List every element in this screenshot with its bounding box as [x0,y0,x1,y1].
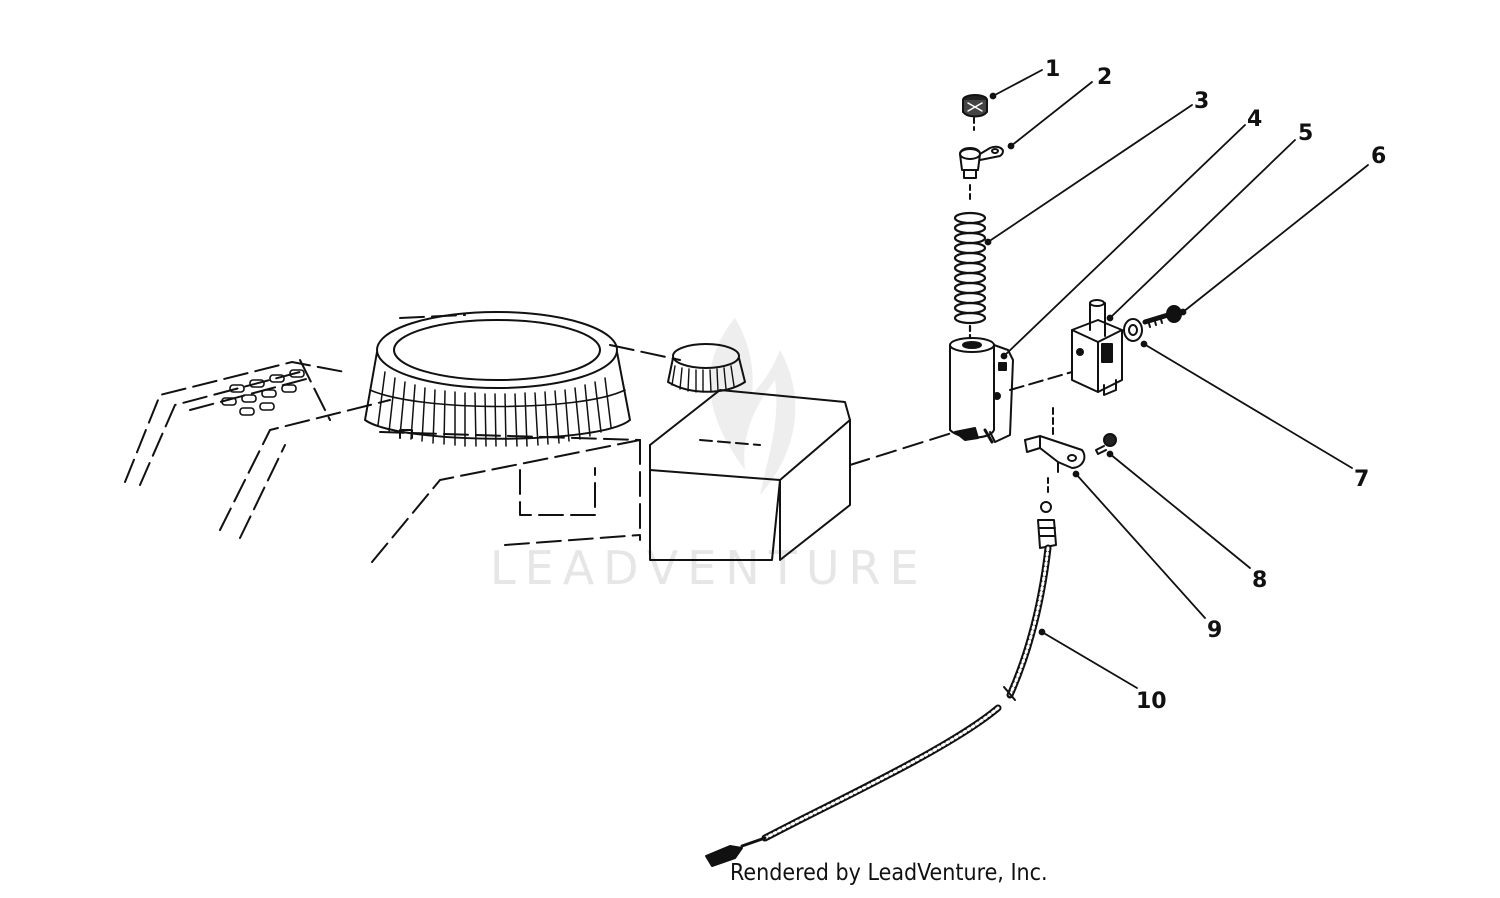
callout-9: 9 [1207,618,1222,643]
part-9-clip [1024,407,1086,493]
part-5-switch [1071,299,1123,396]
part-1-nut [962,94,988,131]
callout-4: 4 [1247,107,1262,132]
leader-tank-housing [849,431,956,466]
part-10-cable [705,501,1057,867]
footer-credit: Rendered by LeadVenture, Inc. [730,860,1048,886]
fuel-cap [667,343,746,393]
callout-3: 3 [1194,89,1209,114]
part-3-spring [953,211,987,340]
callout-leaders [984,69,1369,689]
part-6-screw [1142,305,1182,328]
leader-housing-switch [1009,371,1073,391]
callout-1: 1 [1045,57,1060,82]
callout-7: 7 [1354,467,1369,492]
engine-outline [124,314,681,563]
part-8-screw [1095,433,1117,455]
callout-10: 10 [1136,689,1167,714]
part-7-washer [1123,318,1143,342]
watermark-logo [709,318,796,495]
callout-6: 6 [1371,144,1386,169]
part-4-housing [949,337,1014,444]
fuel-tank [649,389,851,561]
recoil-starter [364,311,631,447]
part-2-cap [959,145,1004,201]
callout-2: 2 [1097,65,1112,90]
callout-labels: 1 2 3 4 5 6 7 8 9 10 [1045,57,1386,714]
engine-vents [221,369,305,416]
watermark-text: LEADVENTURE [490,541,928,595]
callout-5: 5 [1298,121,1313,146]
callout-8: 8 [1252,568,1267,593]
